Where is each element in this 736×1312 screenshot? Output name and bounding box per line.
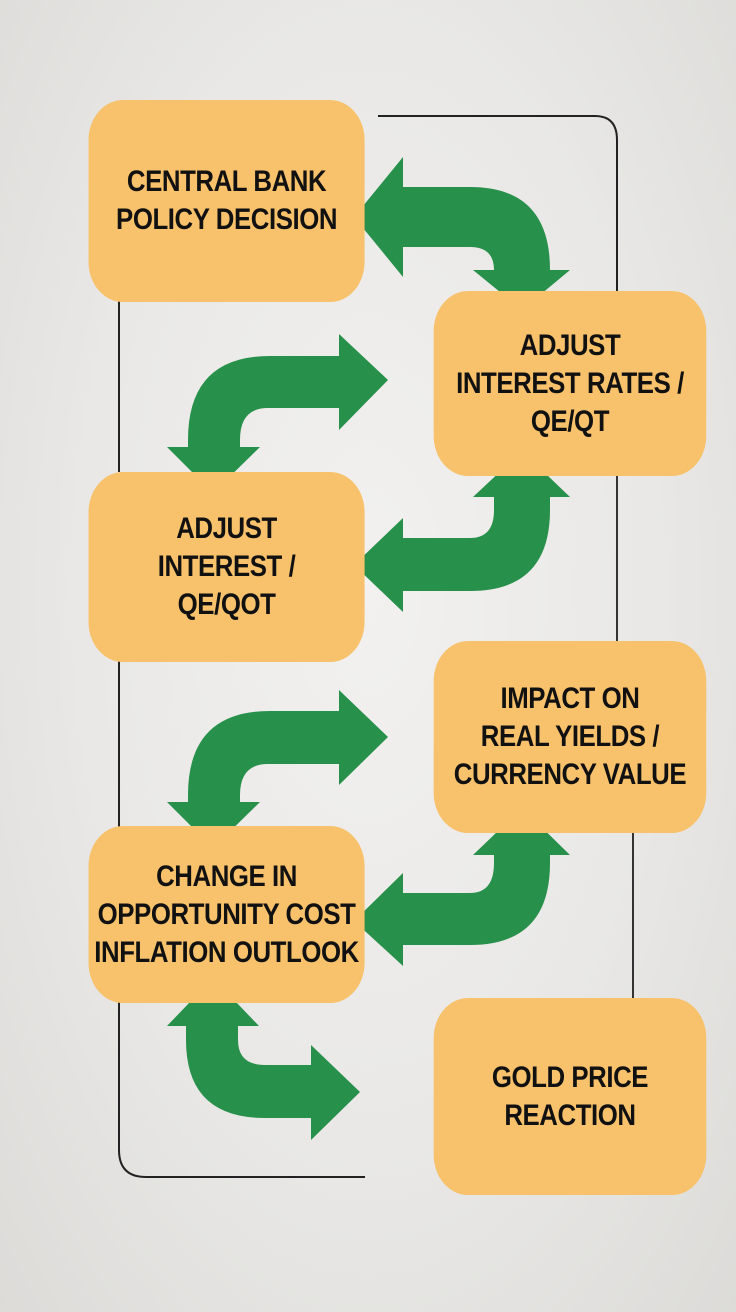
node-text-line: INTEREST / bbox=[157, 550, 296, 583]
node-adjust-interest-rates-qe-qt: ADJUST INTEREST RATES / QE/QT bbox=[433, 291, 707, 476]
bidirectional-arrow-2 bbox=[167, 334, 388, 493]
node-text-line: IMPACT ON bbox=[500, 682, 640, 715]
bidirectional-arrow-3 bbox=[354, 451, 570, 612]
bidirectional-arrow-4 bbox=[167, 690, 388, 848]
node-impact-on-real-yields-currency-value: IMPACT ON REAL YIELDS / CURRENCY VALUE bbox=[433, 641, 707, 833]
node-central-bank-policy-decision: CENTRAL BANK POLICY DECISION bbox=[88, 100, 365, 302]
node-text-line: CENTRAL BANK bbox=[126, 165, 327, 198]
node-text-line: REACTION bbox=[504, 1098, 636, 1132]
node-text-line: CURRENCY VALUE bbox=[453, 758, 687, 791]
node-text-line: CHANGE IN bbox=[156, 859, 298, 893]
node-text-line: INFLATION OUTLOOK bbox=[94, 935, 359, 969]
node-text-line: GOLD PRICE bbox=[491, 1060, 649, 1094]
node-text-line: ADJUST bbox=[176, 512, 277, 545]
node-adjust-interest-qe-qot: ADJUST INTEREST / QE/QOT bbox=[88, 472, 365, 662]
bidirectional-arrow-5 bbox=[354, 808, 570, 966]
node-text-line: ADJUST bbox=[519, 328, 621, 362]
node-gold-price-reaction: GOLD PRICE REACTION bbox=[433, 998, 707, 1195]
bidirectional-arrow-6 bbox=[167, 978, 360, 1140]
node-text-line: OPPORTUNITY COST bbox=[97, 897, 356, 931]
bidirectional-arrow-1 bbox=[354, 157, 570, 310]
node-text-line: REAL YIELDS / bbox=[480, 720, 660, 753]
node-text-line: QE/QT bbox=[530, 404, 610, 438]
node-text-line: QE/QOT bbox=[177, 588, 276, 621]
node-change-in-opportunity-cost-inflation-outlook: CHANGE IN OPPORTUNITY COST INFLATION OUT… bbox=[88, 826, 365, 1003]
node-text-line: POLICY DECISION bbox=[116, 203, 338, 236]
node-text-line: INTEREST RATES / bbox=[456, 366, 684, 400]
